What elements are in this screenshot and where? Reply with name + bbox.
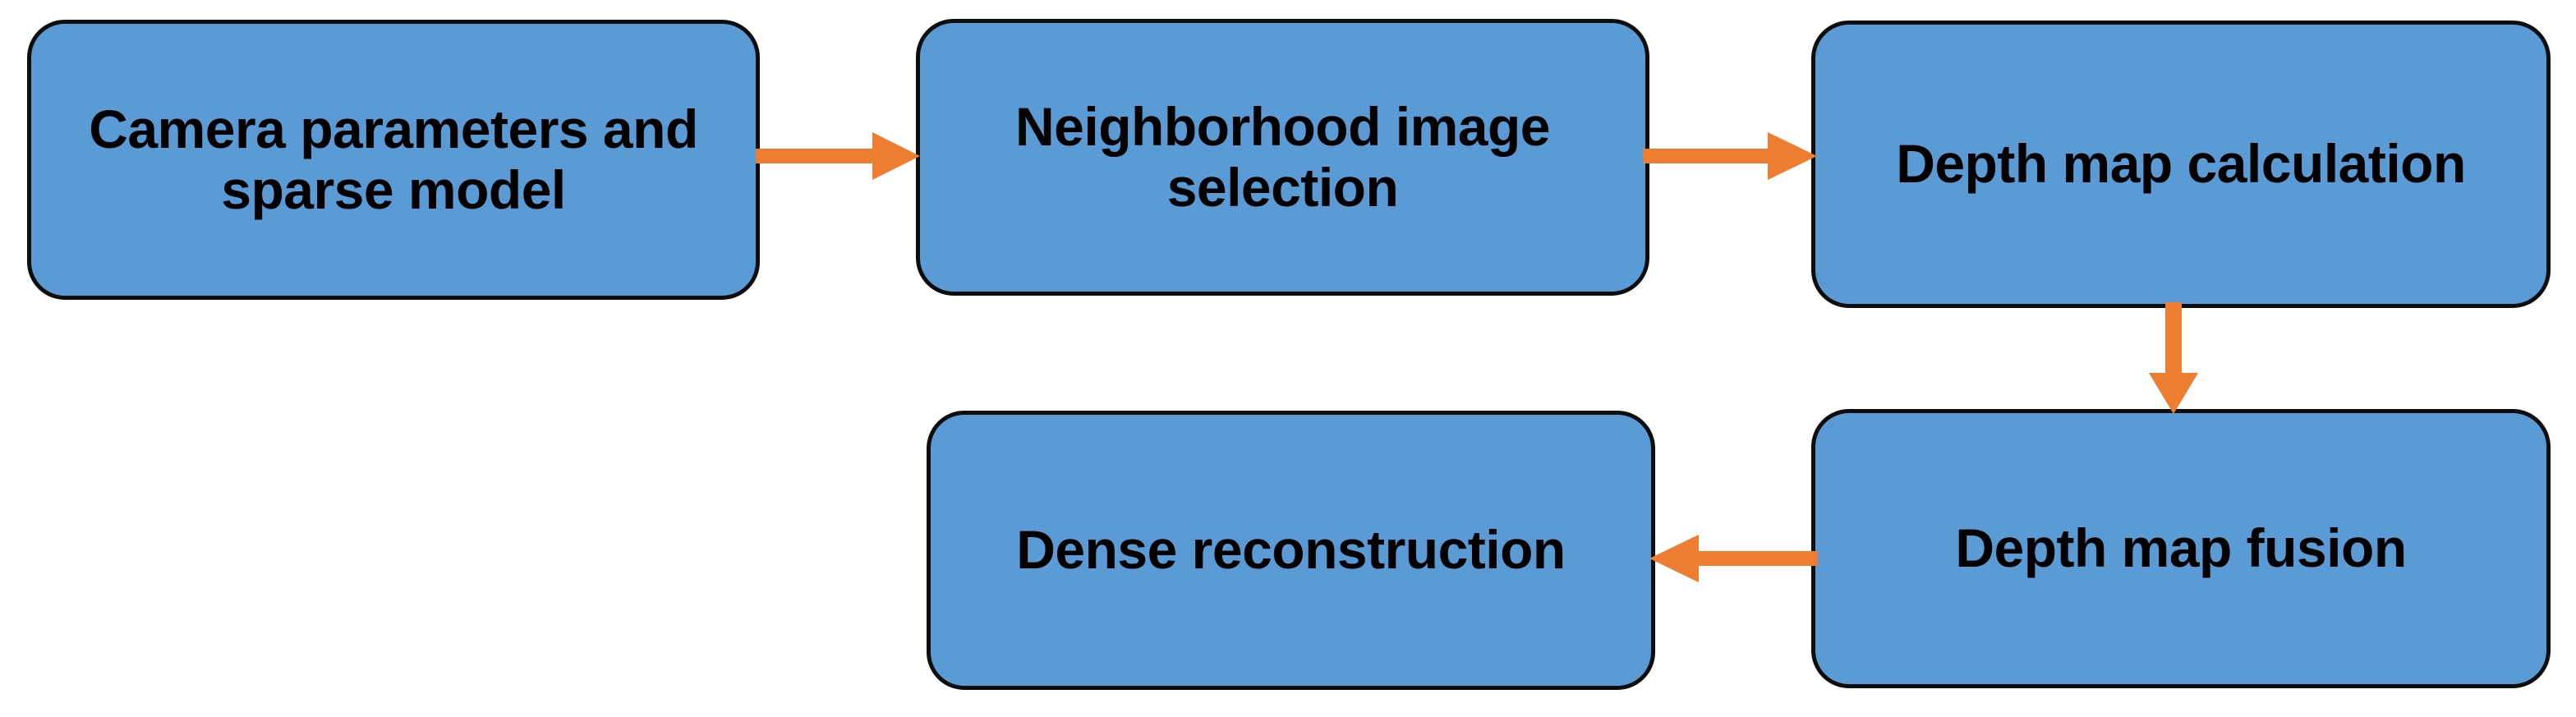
- arrow-down-icon: [2144, 302, 2203, 414]
- node-label: Depth map calculation: [1896, 133, 2466, 195]
- node-label: Depth map fusion: [1955, 517, 2407, 579]
- node-depth-map-calculation[interactable]: Depth map calculation: [1811, 21, 2551, 308]
- node-label: Camera parameters and sparse model: [89, 98, 698, 220]
- arrow-right-icon: [1643, 127, 1817, 185]
- node-neighborhood-image-selection[interactable]: Neighborhood image selection: [916, 19, 1649, 296]
- node-label: Neighborhood image selection: [1015, 95, 1551, 218]
- arrow-right-icon: [756, 127, 920, 185]
- node-depth-map-fusion[interactable]: Depth map fusion: [1811, 409, 2551, 688]
- arrow-left-icon: [1649, 530, 1818, 587]
- node-camera-parameters-and-sparse-model[interactable]: Camera parameters and sparse model: [27, 20, 760, 300]
- node-dense-reconstruction[interactable]: Dense reconstruction: [927, 411, 1655, 690]
- node-label: Dense reconstruction: [1016, 519, 1566, 581]
